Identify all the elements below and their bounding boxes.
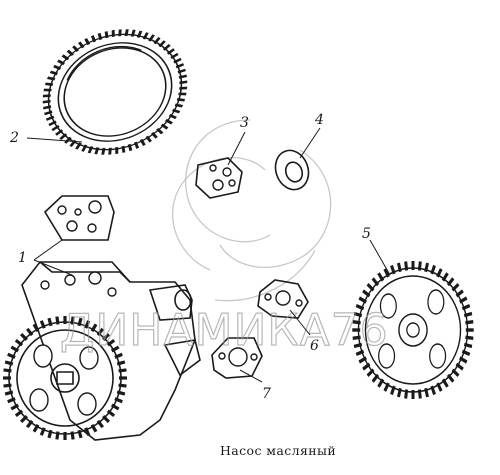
gear-tooth	[32, 323, 40, 333]
gear-tooth	[162, 44, 171, 51]
gear-tooth	[20, 415, 28, 423]
gear-ring-2	[42, 29, 188, 155]
gear-tooth	[96, 327, 105, 337]
gear-tooth	[32, 423, 40, 433]
gear-tooth	[166, 48, 175, 55]
gasket-small-3	[195, 157, 243, 199]
leader-lines	[26, 127, 391, 383]
gear-tooth	[156, 127, 164, 135]
gear-tooth	[411, 261, 415, 270]
gear-tooth	[106, 338, 116, 347]
callout-5: 5	[362, 226, 371, 242]
gear-tooth	[110, 345, 120, 353]
gear-tooth	[102, 415, 110, 423]
gear-tooth	[63, 432, 67, 440]
gear-tooth	[164, 118, 173, 125]
gear-tooth	[96, 419, 105, 429]
gear-tooth	[20, 333, 28, 341]
gear-tooth	[25, 419, 34, 429]
gear-tooth	[55, 129, 64, 136]
gear-tooth	[72, 45, 80, 53]
gear-tooth	[61, 54, 70, 61]
gear-tooth	[66, 49, 74, 57]
gasket-outlet-7	[211, 337, 263, 379]
gear-tooth	[14, 338, 24, 347]
gear-tooth	[106, 409, 116, 418]
gear-tooth	[145, 135, 152, 143]
diagram-caption: Насос масляный	[220, 443, 336, 458]
gear-tooth	[160, 123, 169, 130]
drive-gear-5	[352, 261, 474, 399]
washer-4	[274, 149, 310, 191]
callout-labels: 2 3 4 1 5 6 7	[9, 112, 371, 402]
gear-tooth	[158, 40, 166, 48]
callout-6: 6	[310, 338, 319, 354]
gear-tooth	[78, 41, 85, 49]
callout-4: 4	[314, 112, 324, 128]
gear-tooth	[14, 409, 24, 418]
gasket-plate-1	[43, 195, 115, 241]
gear-tooth	[110, 403, 120, 411]
callout-1: 1	[18, 250, 27, 266]
gear-tooth	[59, 133, 68, 140]
gear-tooth	[411, 390, 415, 399]
gear-tooth	[90, 323, 98, 333]
gear-tooth	[90, 423, 98, 433]
gear-tooth	[102, 333, 110, 341]
gasket-flange-6	[257, 279, 309, 319]
callout-2: 2	[9, 130, 19, 146]
gear-tooth	[63, 316, 67, 324]
gear-tooth	[25, 327, 34, 337]
watermark-text: ДИНАМИКА76	[60, 305, 389, 356]
callout-3: 3	[240, 115, 249, 131]
gear-tooth	[10, 403, 20, 411]
gear-tooth	[64, 136, 72, 144]
pump-assembly	[3, 261, 201, 441]
watermark-logo	[171, 119, 332, 302]
callout-7: 7	[262, 386, 271, 402]
gear-tooth	[150, 131, 158, 139]
gear-tooth	[10, 345, 20, 353]
gear-tooth	[57, 59, 66, 66]
